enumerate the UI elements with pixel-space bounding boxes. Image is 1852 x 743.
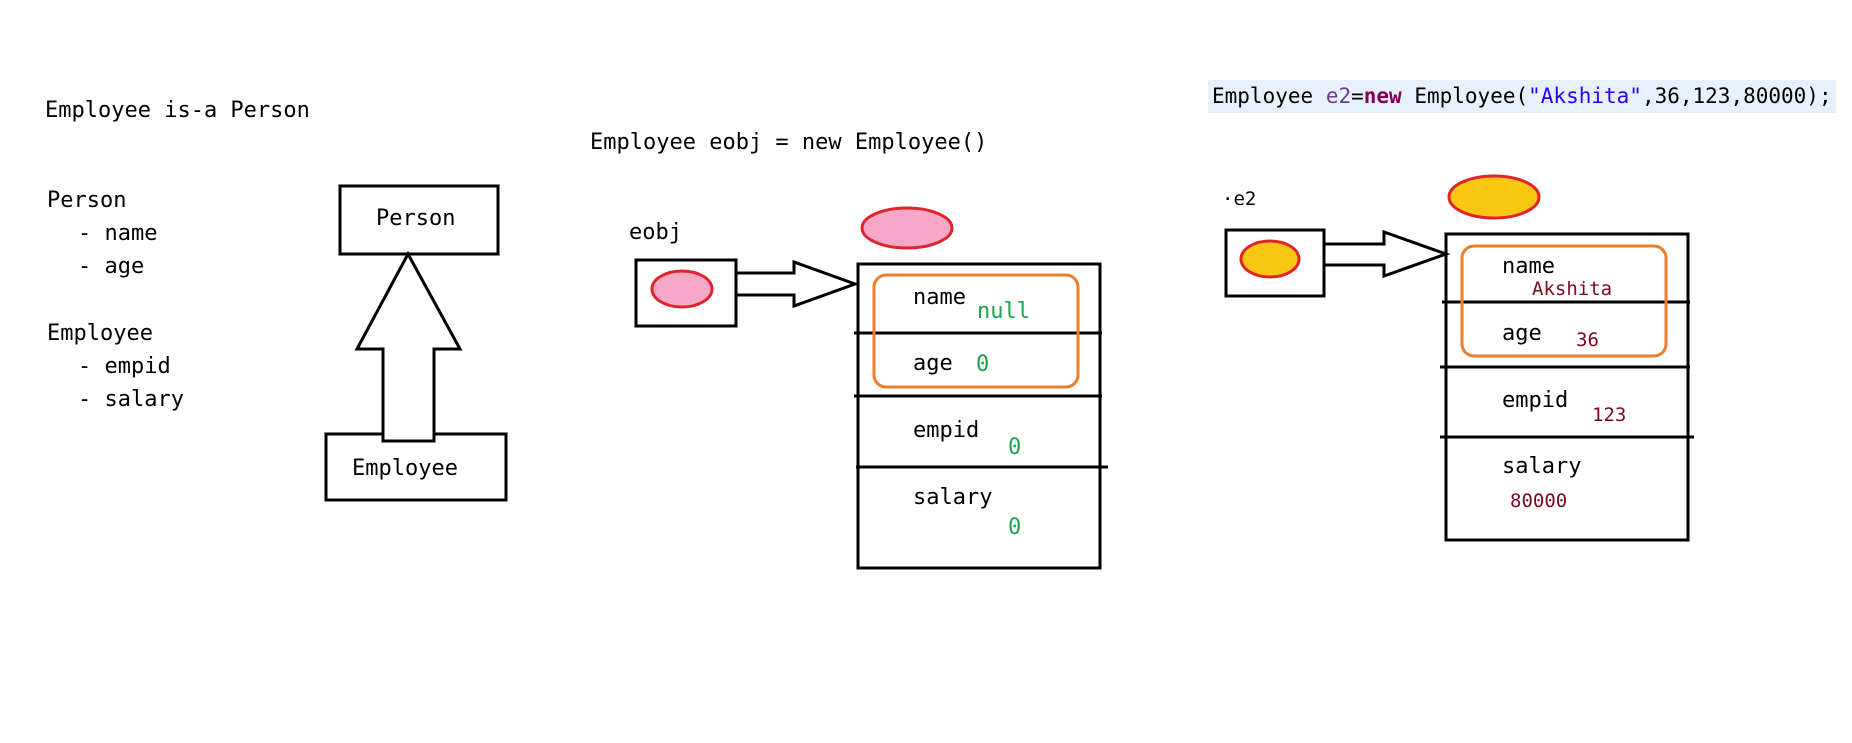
eobj-inherited-highlight [872,273,1080,389]
employee-field-salary: - salary [78,387,184,412]
eobj-statement: Employee eobj = new Employee() [590,130,988,155]
eobj-ref-pointer [650,269,714,309]
uml-employee-label: Employee [352,456,458,481]
eobj-field-age-label: age [913,351,953,376]
inheritance-arrow [354,250,463,443]
e2-field-name-label: name [1502,254,1555,279]
uml-person-label: Person [376,206,456,231]
e2-field-name-value: Akshita [1532,278,1613,300]
code-rest-args: ,36,123,80000); [1641,84,1832,108]
employee-class-title: Employee [47,321,153,346]
uml-person-box [338,184,500,256]
e2-arrow [1322,229,1451,279]
eobj-field-salary-label: salary [913,485,993,510]
e2-field-empid-label: empid [1502,388,1569,413]
e2-field-empid-value: 123 [1592,404,1627,426]
code-new-keyword: new [1363,84,1402,108]
e2-inherited-highlight [1460,244,1668,358]
code-string-arg: "Akshita" [1528,84,1642,108]
eobj-field-empid-label: empid [913,418,980,443]
e2-ref-pointer [1239,239,1301,279]
e2-code-statement: Employee e2=new Employee("Akshita",36,12… [1208,80,1836,113]
eobj-object-box [856,262,1102,570]
eobj-ref-label: eobj [629,220,682,245]
eobj-field-empid-value: 0 [1008,435,1022,460]
employee-field-empid: - empid [78,354,171,379]
person-field-age: - age [78,254,145,279]
e2-field-salary-label: salary [1502,454,1582,479]
eobj-arrow [734,259,860,309]
e2-ref-label: ·e2 [1222,188,1257,210]
code-ctor: Employee( [1401,84,1529,108]
eobj-object-oval [860,206,954,250]
e2-object-oval [1447,174,1541,220]
eobj-field-salary-value: 0 [1008,515,1022,540]
e2-object-box [1444,232,1690,542]
e2-field-salary-value: 80000 [1510,490,1568,512]
e2-ref-label-text: e2 [1233,188,1257,210]
eobj-field-name-label: name [913,285,966,310]
eobj-field-age-value: 0 [976,352,990,377]
code-var: e2 [1325,84,1352,108]
person-class-title: Person [47,188,127,213]
e2-field-age-label: age [1502,321,1542,346]
isa-heading: Employee is-a Person [45,98,310,123]
code-type: Employee [1212,84,1314,108]
person-field-name: - name [78,221,158,246]
eobj-field-name-value: null [977,299,1030,324]
e2-field-age-value: 36 [1576,329,1599,351]
code-eq: = [1351,84,1364,108]
